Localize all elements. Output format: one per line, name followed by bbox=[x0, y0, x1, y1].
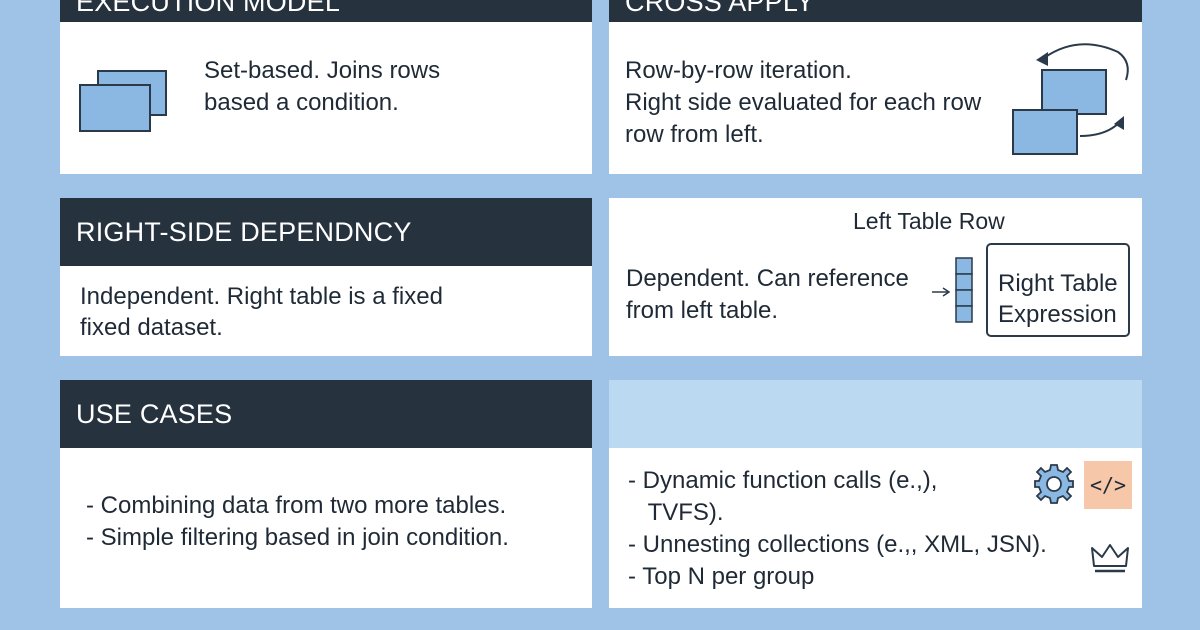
left-table-row-label: Left Table Row bbox=[853, 208, 1005, 234]
cross-apply-use-line-2: TVFS). bbox=[628, 499, 724, 526]
execution-model-line-2: based a condition. bbox=[204, 89, 399, 116]
dependent-line-1: Dependent. Can reference bbox=[626, 265, 909, 292]
code-tag-label: </> bbox=[1089, 473, 1127, 497]
right-side-dependency-line-1: Independent. Right table is a fixed bbox=[80, 283, 443, 310]
row-stack-icon bbox=[932, 257, 973, 323]
crown-icon bbox=[1091, 544, 1129, 573]
right-table-label: Right Table bbox=[998, 270, 1118, 297]
right-side-dependency-header: RIGHT-SIDE DEPENDNCY bbox=[60, 198, 592, 266]
cross-apply-line-3: row from left. bbox=[625, 121, 764, 148]
overlapping-tables-icon bbox=[79, 70, 167, 132]
code-icon: </> bbox=[1084, 461, 1132, 509]
cross-apply-use-line-1: - Dynamic function calls (e.,), bbox=[628, 467, 938, 494]
use-case-line-1: - Combining data from two more tables. bbox=[86, 492, 507, 519]
execution-model-line-1: Set-based. Joins rows bbox=[204, 57, 441, 84]
cross-apply-line-2: Right side evaluated for each row bbox=[625, 89, 982, 116]
execution-model-header: EXECUTION MODEL bbox=[60, 0, 592, 22]
use-cases-header: USE CASES bbox=[60, 380, 592, 448]
dependent-line-2: from left table. bbox=[626, 297, 779, 324]
right-table-expression-box bbox=[986, 243, 1130, 337]
cross-apply-use-cases-bar bbox=[609, 380, 1142, 448]
gear-icon bbox=[1034, 464, 1074, 504]
row-iteration-icon bbox=[1012, 43, 1129, 155]
right-side-dependency-line-2: fixed dataset. bbox=[80, 314, 223, 341]
execution-model-title: EXECUTION MODEL bbox=[76, 0, 341, 17]
cross-apply-header: CROSS APPLY bbox=[609, 0, 1142, 22]
right-side-dependency-title: RIGHT-SIDE DEPENDNCY bbox=[76, 216, 412, 247]
cross-apply-use-line-4: - Top N per group bbox=[628, 563, 815, 590]
cross-apply-line-1: Row-by-row iteration. bbox=[625, 57, 852, 84]
expression-label: Expression bbox=[998, 301, 1117, 328]
right-side-dependency-panel bbox=[60, 266, 592, 356]
use-case-line-2: - Simple filtering based in join conditi… bbox=[86, 524, 509, 551]
cross-apply-title: CROSS APPLY bbox=[625, 0, 815, 17]
use-cases-panel bbox=[60, 448, 592, 608]
cross-apply-use-line-3: - Unnesting collections (e.,, XML, JSN). bbox=[628, 531, 1047, 558]
use-cases-title: USE CASES bbox=[76, 398, 233, 429]
